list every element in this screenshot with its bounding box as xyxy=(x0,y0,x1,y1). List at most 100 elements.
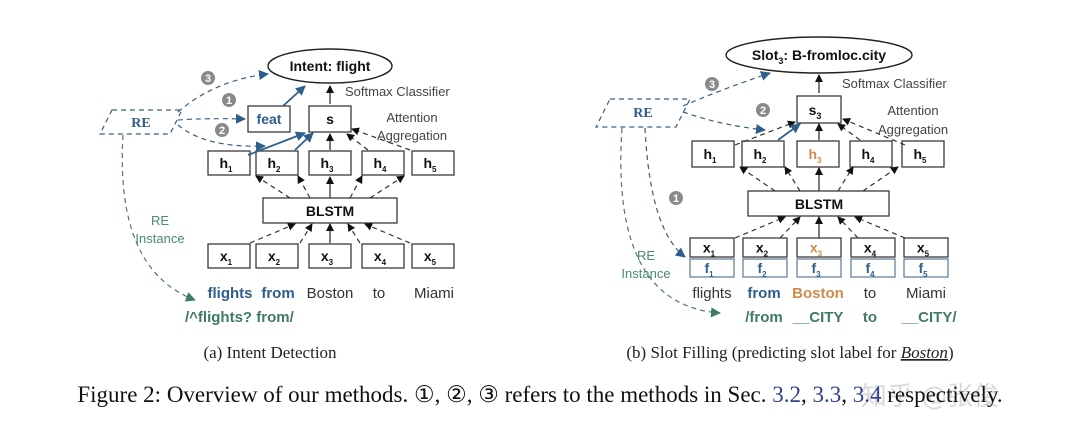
regex-part-city-2: __CITY/ xyxy=(900,309,957,326)
feature-f-b-2-box xyxy=(742,258,788,278)
regex-part-to: to xyxy=(863,309,877,326)
re-node-b xyxy=(595,98,691,128)
re-path-method-1-b xyxy=(644,127,686,258)
method-marker-1: 1 xyxy=(222,93,236,107)
attention-arrow-h2 xyxy=(294,132,314,151)
blstm-label-b: BLSTM xyxy=(795,196,843,212)
regex-part-from: /from xyxy=(745,309,783,326)
word-flights: flights xyxy=(208,285,253,302)
attention-label-b-2: Aggregation xyxy=(878,122,948,137)
hidden-h-2-box xyxy=(255,150,299,176)
feature-f-b-2: f2 xyxy=(757,260,767,279)
input-to-blstm-arrows-b xyxy=(734,216,906,239)
feature-f-b-3: f3 xyxy=(811,260,821,279)
input-x-b-5: x5 xyxy=(917,240,930,259)
hidden-h-2: h2 xyxy=(267,155,281,174)
input-x-b-4-box xyxy=(850,237,896,258)
hidden-h-4: h4 xyxy=(373,155,387,174)
panel-intent-detection: Intent: flight Softmax Classifier feat s… xyxy=(99,48,455,362)
hidden-h-b-5: h5 xyxy=(913,146,927,165)
caption-a: (a) Intent Detection xyxy=(203,343,337,362)
s-node xyxy=(308,105,352,133)
input-x-2-box xyxy=(255,243,299,269)
intent-output-node xyxy=(267,48,393,84)
input-x-b-5-box xyxy=(903,237,949,258)
ref-3-3[interactable]: 3.3 xyxy=(813,382,842,407)
hidden-h-b-5-box xyxy=(901,140,945,168)
method-marker-2-b: 2 xyxy=(756,103,770,117)
caption-b: (b) Slot Filling (predicting slot label … xyxy=(626,343,953,362)
hidden-h-4-box xyxy=(361,150,405,176)
svg-text:1: 1 xyxy=(673,193,679,205)
word-boston: Boston xyxy=(307,285,354,302)
input-x-4: x4 xyxy=(374,248,387,267)
re-instance-label-2: Instance xyxy=(135,231,184,246)
softmax-label-b: Softmax Classifier xyxy=(842,76,947,91)
attention-label-1: Attention xyxy=(386,110,437,125)
input-x-4-box xyxy=(361,243,405,269)
attention-arrow-h4 xyxy=(346,133,369,151)
input-x-1: x1 xyxy=(220,248,233,267)
re-instance-label-b-2: Instance xyxy=(621,266,670,281)
figure-caption: Figure 2: Overview of our methods. ①, ②,… xyxy=(77,382,1002,407)
ref-3-2[interactable]: 3.2 xyxy=(772,382,801,407)
re-path-method-1 xyxy=(177,113,246,124)
attention-arrow-h1 xyxy=(247,131,306,156)
hidden-h-b-4-box xyxy=(849,140,893,168)
word-from: from xyxy=(261,285,294,302)
word-from-b: from xyxy=(747,285,780,302)
method-marker-3: 3 xyxy=(201,71,215,85)
feature-f-b-4: f4 xyxy=(865,260,875,279)
re-instance-path xyxy=(121,134,196,302)
softmax-label: Softmax Classifier xyxy=(345,84,450,99)
input-x-b-1-box xyxy=(689,237,735,258)
hidden-h-5: h5 xyxy=(423,155,437,174)
input-x-3-box xyxy=(308,243,352,269)
method-marker-3-b: 3 xyxy=(705,77,719,91)
feature-f-b-3-box xyxy=(796,258,842,278)
re-path-method-2-b xyxy=(682,111,766,134)
re-label-b: RE xyxy=(633,106,652,121)
input-x-b-2: x2 xyxy=(756,240,769,259)
feature-f-b-4-box xyxy=(850,258,896,278)
feature-f-b-1-box xyxy=(689,258,735,278)
panel-slot-filling: Slot3: B-fromloc.city Softmax Classifier… xyxy=(595,36,957,362)
hidden-h-b-1-box xyxy=(691,140,735,168)
hidden-h-1-box xyxy=(207,150,251,176)
word-miami-b: Miami xyxy=(906,285,946,302)
svg-text:2: 2 xyxy=(760,105,766,117)
blstm-to-hidden-arrows-b xyxy=(739,166,899,192)
feat-to-output-arrow xyxy=(282,85,306,107)
input-x-5: x5 xyxy=(424,248,437,267)
attention-arrow-h5 xyxy=(351,127,411,151)
intent-output-label: Intent: flight xyxy=(290,58,371,74)
attention-label-b-1: Attention xyxy=(887,103,938,118)
re-instance-path-b xyxy=(620,127,721,318)
ref-3-4[interactable]: 3.4 xyxy=(853,382,882,407)
svg-text:1: 1 xyxy=(226,95,232,107)
attention-label-2: Aggregation xyxy=(377,128,447,143)
hidden-h-3: h3 xyxy=(320,155,334,174)
input-x-2: x2 xyxy=(268,248,281,267)
feature-f-b-5: f5 xyxy=(918,260,928,279)
hidden-h-3-box xyxy=(308,150,352,176)
input-x-b-4: x4 xyxy=(864,240,877,259)
s-label: s xyxy=(326,111,334,127)
input-x-b-3: x3 xyxy=(810,240,823,259)
re-node xyxy=(99,109,183,135)
input-x-b-2-box xyxy=(742,237,788,258)
watermark: 知乎 @张俊 xyxy=(861,382,999,412)
slot-output-label: Slot3: B-fromloc.city xyxy=(752,47,886,66)
hidden-h-b-3: h3 xyxy=(808,146,822,165)
feature-f-b-5-box xyxy=(903,258,949,278)
hidden-h-b-2: h2 xyxy=(753,146,767,165)
method-marker-2: 2 xyxy=(215,123,229,137)
svg-text:3: 3 xyxy=(205,73,211,85)
word-miami: Miami xyxy=(414,285,454,302)
hidden-h-b-2-box xyxy=(741,140,785,168)
